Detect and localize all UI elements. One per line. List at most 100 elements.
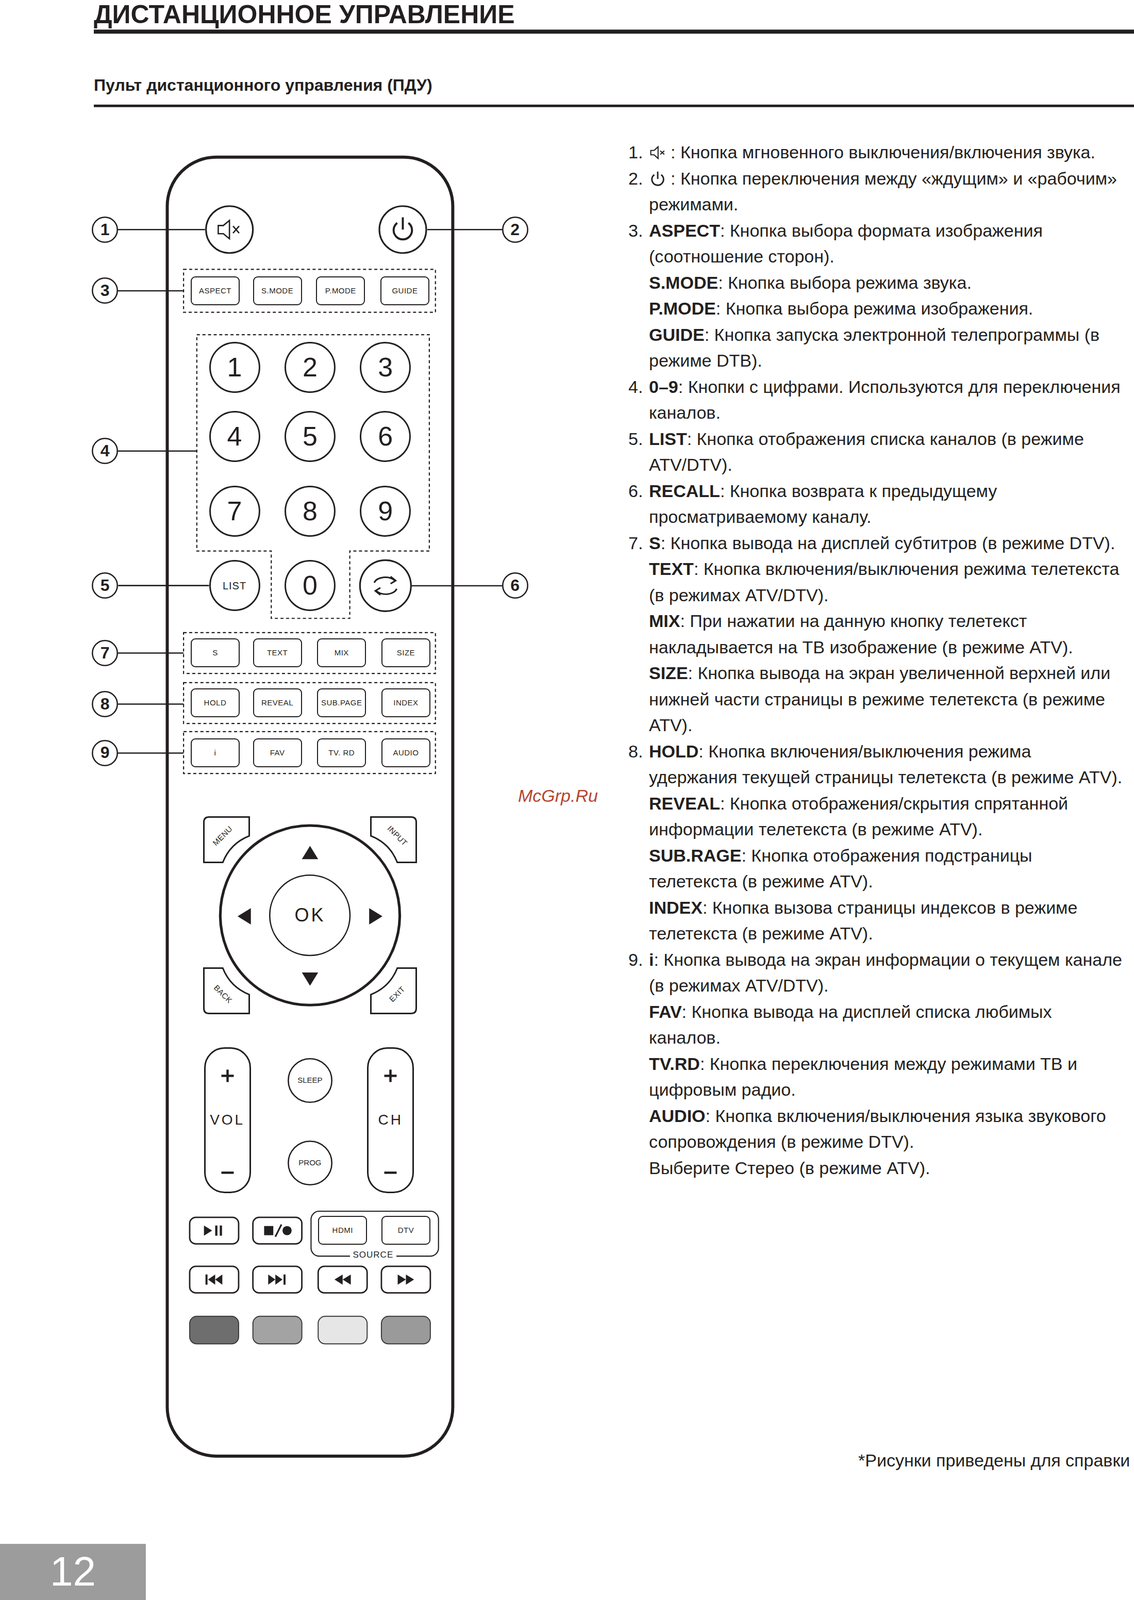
button-label: FAV [270, 748, 286, 758]
button-label: HDMI [332, 1225, 354, 1235]
callout-number: 6 [502, 572, 529, 599]
button-name: FAV [648, 1001, 682, 1022]
button-name: INDEX [648, 897, 703, 917]
button-description: : Кнопка запуска электронной телепрограм… [648, 324, 1100, 371]
button-name: MIX [648, 610, 680, 631]
remote-button: i [190, 738, 240, 767]
mute-icon [218, 220, 230, 239]
button-name: SIZE [648, 662, 689, 683]
callout-text: 7 [100, 643, 110, 662]
button-shape [203, 815, 250, 863]
button-label: HOLD [204, 698, 227, 708]
callout-text: 6 [510, 576, 520, 595]
item-body: i: Кнопка вывода на экран информации о т… [648, 946, 1124, 1181]
description-item: 2.: Кнопка переключения между «ждущим» и… [628, 165, 1124, 218]
callout-text: 4 [100, 441, 110, 460]
button-name: 0–9 [648, 376, 679, 397]
button-description: : Кнопка вызова страницы индексов в режи… [648, 897, 1078, 944]
recall-icon [390, 576, 396, 584]
button-label: 7 [227, 496, 243, 526]
button-label: CH [377, 1111, 403, 1128]
button-label: REVEAL [261, 698, 294, 708]
item-body: LIST: Кнопка отображения списка каналов … [648, 425, 1124, 478]
circle-outline [285, 411, 335, 462]
speaker-shape [651, 146, 659, 159]
button-label: DTV [397, 1225, 415, 1235]
remote-button: SIZE [381, 638, 431, 667]
remote-button: TV. RD [317, 738, 366, 767]
previous-button [189, 1265, 239, 1293]
previous-icon [208, 1274, 216, 1285]
button-label: OK [294, 904, 326, 926]
plus-symbol [226, 1069, 229, 1082]
navigation-ring [220, 825, 400, 1005]
item-number: 6. [628, 477, 649, 530]
digit-button: 8 [284, 485, 336, 537]
recall-button-outline [359, 559, 411, 611]
record-icon [282, 1225, 292, 1236]
button-description: : Кнопка вывода на экран увеличенной вер… [648, 662, 1111, 735]
minus-symbol [221, 1171, 234, 1174]
description-item: 3.ASPECT: Кнопка выбора формата изображе… [628, 217, 1124, 374]
button-description: : Кнопка переключения между режимами ТВ … [648, 1053, 1078, 1100]
callout-number: 5 [91, 572, 119, 599]
callout-text: 8 [100, 694, 110, 713]
circle-outline [285, 486, 335, 536]
mute-icon [648, 143, 667, 162]
corner-button: MENU [203, 815, 250, 863]
button-name: TV.RD [648, 1053, 700, 1074]
button-label: 2 [302, 352, 318, 382]
button-name: HOLD [648, 741, 699, 761]
mute-button [206, 206, 254, 254]
item-number: 4. [628, 373, 649, 426]
button-label: AUDIO [392, 748, 419, 758]
item-line: : Кнопка переключения между «ждущим» и «… [648, 165, 1124, 218]
leader-line [118, 703, 185, 705]
callout-number: 7 [91, 639, 119, 666]
callout-number: 4 [91, 437, 119, 464]
corner-button: EXIT [370, 966, 418, 1014]
play-pause-button [189, 1216, 239, 1244]
remote-button: TEXT [253, 638, 303, 667]
circle-outline [92, 572, 118, 598]
digit-button: 0 [284, 559, 336, 611]
description-item: 9.i: Кнопка вывода на экран информации о… [628, 946, 1124, 1181]
description-item: 7.S: Кнопка вывода на дисплей субтитров … [628, 529, 1124, 739]
leader-line [118, 652, 185, 654]
blue-button [381, 1315, 431, 1344]
item-number: 3. [628, 217, 649, 374]
button-shape [370, 815, 418, 863]
item-line: RECALL: Кнопка возврата к предыдущему пр… [648, 477, 1124, 530]
button-description: : Кнопка включения/выключения языка звук… [648, 1105, 1107, 1152]
corner-shape-group [371, 967, 417, 1013]
button-shape [203, 966, 250, 1014]
minus-symbol [384, 1171, 397, 1174]
button-name: RECALL [648, 480, 721, 501]
button-label: SLEEP [297, 1075, 323, 1085]
list-button: LIST [209, 559, 261, 611]
callout-number: 2 [502, 216, 529, 243]
button-description: : Кнопка включения/выключения режима уде… [648, 741, 1123, 788]
item-line: : Кнопка мгновенного выключения/включени… [648, 139, 1124, 166]
color-buttons [189, 1315, 431, 1344]
cross-shape [660, 150, 665, 155]
item-number: 9. [628, 946, 649, 1181]
arrow-down [302, 972, 319, 986]
button-label: S.MODE [261, 286, 294, 296]
item-line: HOLD: Кнопка включения/выключения режима… [648, 738, 1124, 791]
item-line: TEXT: Кнопка включения/выключения режима… [648, 555, 1124, 608]
item-line: LIST: Кнопка отображения списка каналов … [648, 425, 1124, 478]
watermark: McGrp.Ru [518, 785, 598, 807]
callout-text: 1 [100, 220, 110, 239]
digit-button: 9 [359, 485, 411, 537]
button-label: P.MODE [325, 286, 357, 296]
circle-outline [92, 640, 118, 665]
leader-line [118, 228, 206, 231]
leader-lines [118, 229, 503, 753]
next-button [253, 1265, 303, 1293]
button-name: GUIDE [648, 324, 705, 345]
item-line: INDEX: Кнопка вызова страницы индексов в… [648, 894, 1124, 947]
navigation-pad [220, 825, 400, 1005]
button-label: i [214, 748, 217, 758]
button-label: SIZE [396, 648, 415, 658]
